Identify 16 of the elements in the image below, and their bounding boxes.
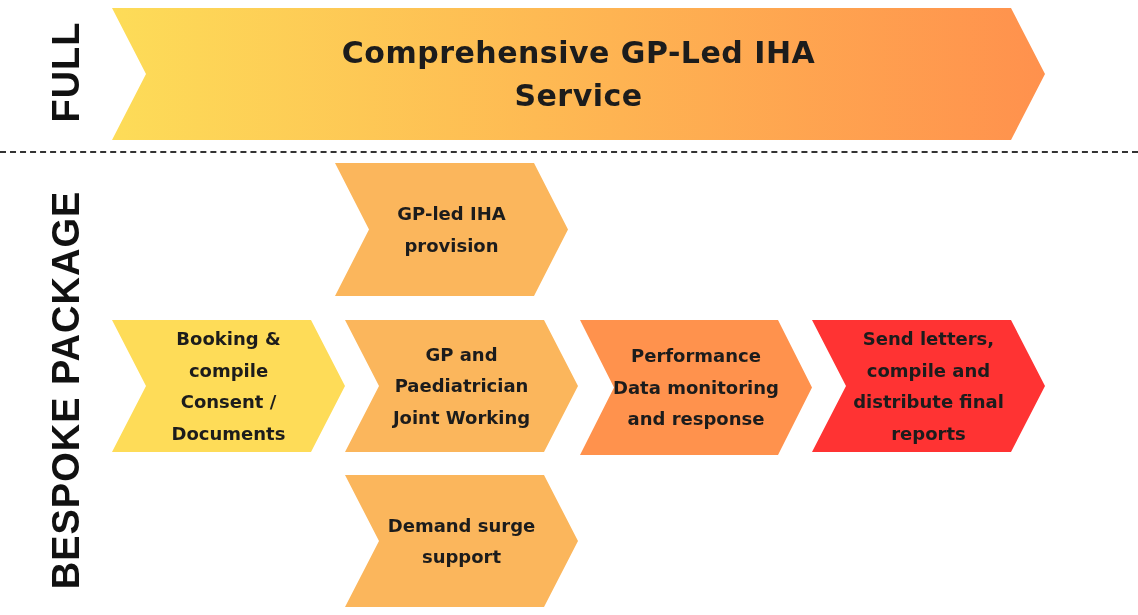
step-label: Performance Data monitoring and response: [612, 344, 780, 432]
step-label: GP and Paediatrician Joint Working: [391, 342, 532, 430]
step-label: Send letters, compile and distribute final reports: [852, 327, 1005, 446]
chevron-step: [580, 320, 812, 455]
step-label: GP-led IHA provision: [396, 202, 507, 258]
step-label: Booking & compile Consent / Documents: [170, 327, 287, 446]
chevron-step: [812, 320, 1045, 452]
chevron-step: [335, 163, 568, 296]
chevron-step: [345, 320, 578, 452]
chevron-step: [112, 320, 345, 452]
chevron-step: [112, 8, 1045, 140]
section-label: BESPOKE PACKAGE: [44, 190, 88, 590]
step-label: Demand surge support: [386, 513, 537, 569]
chevron-step: [345, 475, 578, 607]
section-label: FULL: [44, 21, 88, 123]
step-label: Comprehensive GP-Led IHA Service: [340, 33, 817, 115]
